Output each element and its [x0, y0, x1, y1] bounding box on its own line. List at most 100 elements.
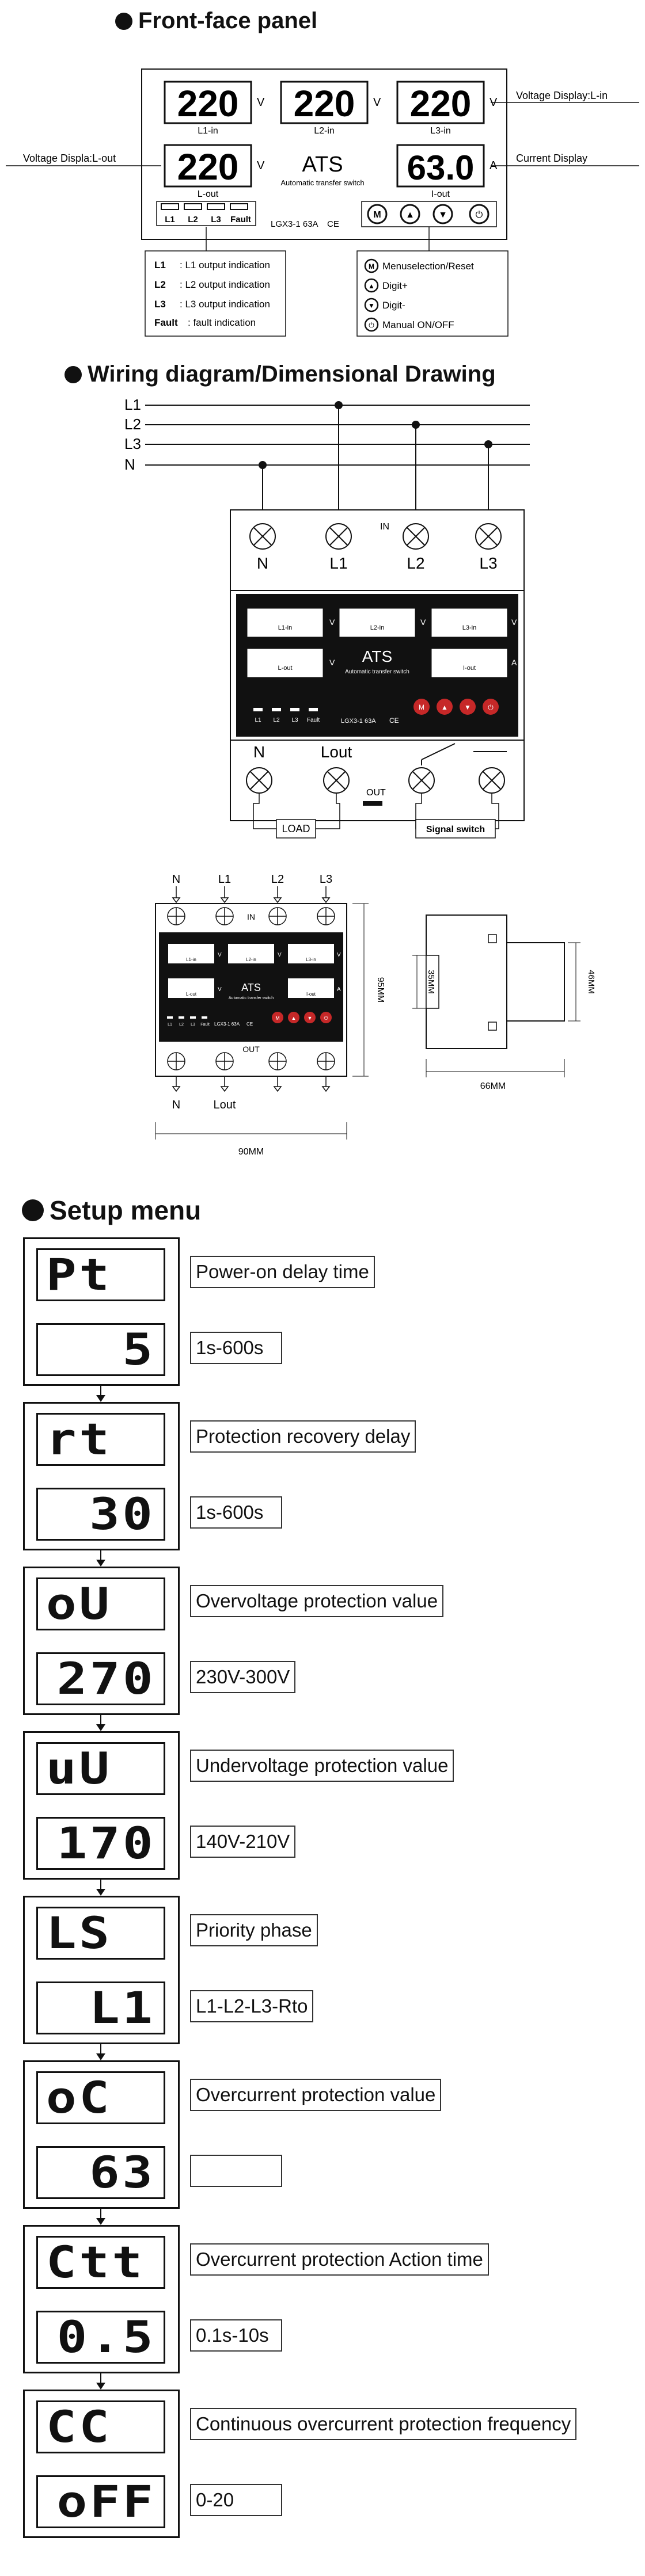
menu-icon: M: [373, 210, 381, 220]
dim-led-l3: L3: [191, 1023, 195, 1027]
menu-value: oFF: [56, 2476, 155, 2527]
device-unit-5: A: [511, 658, 517, 667]
menu-range: L1-L2-L3-Rto: [190, 1990, 314, 2022]
dim-ce: CE: [246, 1022, 253, 1027]
dim-display-5: I-out: [306, 992, 316, 997]
ce-mark: CE: [327, 219, 339, 229]
dim-in-label: IN: [247, 912, 255, 921]
legend-fault-text: : fault indication: [188, 317, 256, 328]
digit-down-button[interactable]: ▼: [432, 204, 453, 224]
terminal-top-l3-label: L3: [479, 554, 497, 572]
menu-code-display: oC: [36, 2071, 165, 2124]
device-button-up[interactable]: ▲: [437, 699, 453, 715]
device-led-l1: L1: [255, 717, 261, 723]
dim-top-n: N: [172, 873, 180, 886]
menu-code: LS: [46, 1907, 112, 1958]
menu-code: CC: [46, 2401, 112, 2452]
dim-led-fault: Fault: [200, 1023, 210, 1027]
power-button[interactable]: ⏻: [469, 204, 490, 224]
arrow-down-icon: [96, 1889, 105, 1896]
dim-button-up: ▲: [288, 1012, 299, 1023]
menu-value: 0.5: [56, 2311, 155, 2362]
front-panel-title-text: Front-face panel: [138, 8, 318, 33]
device-ats-title: ATS: [362, 647, 392, 665]
flow-arrow-line: [100, 2044, 101, 2053]
dim-button-menu: M: [272, 1012, 283, 1023]
device-button-down[interactable]: ▼: [460, 699, 476, 715]
menu-value-display: L1: [36, 1981, 165, 2034]
dim-display-4: L-out: [186, 992, 197, 997]
dim-button-power: ⏻: [320, 1012, 332, 1023]
setup-menu-item: oC 63 Overcurrent protection value: [0, 2060, 645, 2209]
menu-description: Overvoltage protection value: [190, 1585, 444, 1617]
display-l3-in-value: 220: [410, 83, 472, 124]
menu-code: Pt: [46, 1249, 112, 1300]
dim-bottom-n: N: [172, 1099, 180, 1111]
device-up-icon: ▲: [441, 703, 448, 711]
device-display-l2-label: L2-in: [370, 624, 384, 631]
menu-value: L1: [89, 1982, 155, 2033]
terminal-top-l2-label: L2: [407, 554, 424, 572]
dim-side-inner-label: 35MM: [426, 970, 436, 994]
dim-power-icon: ⏻: [324, 1015, 328, 1021]
device-unit-1: V: [329, 618, 335, 627]
bullet-icon: [115, 12, 132, 30]
menu-description: Overcurrent protection value: [190, 2079, 442, 2111]
menu-range: 140V-210V: [190, 1826, 296, 1858]
display-l-out-value: 220: [177, 146, 239, 188]
display-l2-in-value: 220: [294, 83, 355, 124]
dim-top-l1: L1: [218, 873, 231, 886]
arrow-down-icon: [96, 2383, 105, 2390]
device-button-menu[interactable]: M: [413, 699, 430, 715]
digit-up-button[interactable]: ▲: [400, 204, 420, 224]
legend-menu-text: Menuselection/Reset: [382, 261, 474, 272]
display-l3-in-label: L3-in: [430, 126, 451, 136]
device-down-icon: ▼: [464, 703, 471, 711]
display-l-out-unit: V: [257, 159, 265, 172]
menu-code-display: uU: [36, 1742, 165, 1795]
menu-value-display: 30: [36, 1488, 165, 1541]
ats-subtitle: Automatic transfer switch: [280, 178, 364, 187]
menu-button[interactable]: M: [367, 204, 388, 224]
dim-led-l1: L1: [168, 1023, 172, 1027]
line-l1-label: L1: [124, 396, 141, 413]
menu-value-display: 5: [36, 1323, 165, 1376]
dim-bottom-lout: Lout: [214, 1099, 236, 1111]
legend-down-text: Digit-: [382, 300, 405, 311]
front-panel-title: Front-face panel: [115, 8, 317, 34]
menu-code-display: rt: [36, 1413, 165, 1466]
ats-title: ATS: [302, 153, 343, 177]
device-unit-2: V: [420, 618, 426, 627]
terminal-top-l2: L2: [403, 523, 429, 572]
menu-code: Ctt: [46, 2236, 145, 2288]
flow-arrow-line: [100, 1715, 101, 1724]
flow-arrow-line: [100, 2373, 101, 2383]
flow-arrow-line: [100, 2209, 101, 2218]
dim-display-3: L3-in: [306, 957, 316, 962]
terminal-top-n: N: [249, 523, 276, 572]
display-i-out-label: I-out: [431, 189, 450, 199]
dim-model: LGX3-1 63A: [214, 1022, 240, 1027]
display-l2-in-unit: V: [373, 96, 381, 109]
device-button-power[interactable]: ⏻: [483, 699, 499, 715]
dim-height-label: 95MM: [375, 977, 385, 1003]
menu-value: 170: [56, 1817, 155, 1869]
dim-menu-icon: M: [275, 1015, 280, 1021]
arrow-down-icon: [96, 1560, 105, 1567]
menu-value-display: 63: [36, 2146, 165, 2199]
legend-l3-text: : L3 output indication: [180, 299, 270, 310]
legend-up-icon: ▲: [368, 282, 375, 290]
device-led-l2: L2: [273, 717, 280, 723]
menu-code: oU: [46, 1578, 112, 1629]
arrow-down-icon: [96, 2053, 105, 2060]
dim-ats-subtitle: Automatic transfer switch: [229, 996, 274, 1000]
device-unit-4: V: [329, 658, 335, 667]
menu-item-frame: uU 170: [23, 1731, 180, 1880]
up-icon: ▲: [405, 210, 415, 220]
menu-code: oC: [46, 2072, 112, 2123]
